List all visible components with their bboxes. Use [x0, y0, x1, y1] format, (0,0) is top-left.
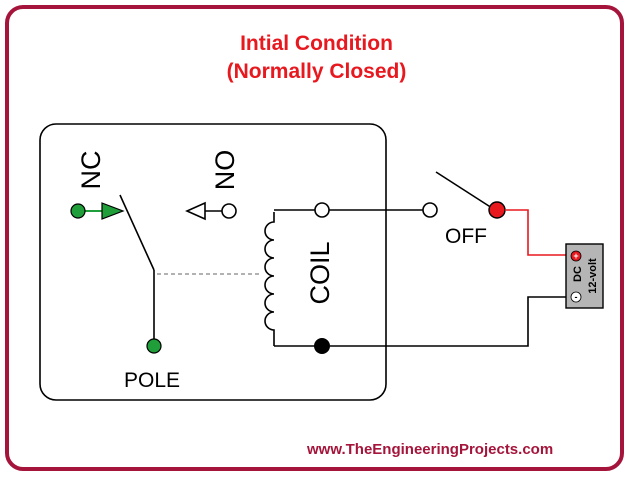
- battery-negative-sign: -: [575, 292, 578, 302]
- battery-type-label: DC: [572, 266, 584, 282]
- switch-state-label: OFF: [445, 225, 487, 248]
- relay-housing: [39, 123, 387, 401]
- switch-arm: [119, 194, 155, 271]
- pole-label: POLE: [124, 369, 180, 392]
- coil-winding: [264, 212, 275, 346]
- switch-terminal-left: [422, 202, 438, 218]
- battery-positive-icon: [570, 250, 582, 262]
- coil-terminal-bottom: [314, 338, 330, 354]
- nc-terminal: [70, 203, 86, 219]
- nc-contact-arrow: [101, 202, 125, 220]
- diagram-frame: [5, 5, 624, 471]
- website-footer[interactable]: www.TheEngineeringProjects.com: [307, 441, 554, 458]
- nc-label: NC: [76, 151, 106, 190]
- coil-terminal-top: [314, 202, 330, 218]
- switch-terminal-right: [488, 201, 506, 219]
- no-terminal: [221, 203, 237, 219]
- negative-wire: [330, 296, 566, 347]
- battery-positive-sign: +: [573, 251, 578, 261]
- external-switch-lever: [435, 171, 493, 209]
- battery-negative-icon: [570, 291, 582, 303]
- battery-voltage-label: 12-volt: [587, 258, 599, 294]
- pole-terminal: [146, 338, 162, 354]
- no-contact-arrow: [185, 201, 206, 221]
- title-line-2: (Normally Closed): [226, 60, 407, 83]
- positive-wire: [505, 209, 566, 256]
- no-label: NO: [210, 150, 240, 191]
- title-line-1: Intial Condition: [240, 32, 393, 55]
- coil-label: COIL: [305, 241, 335, 304]
